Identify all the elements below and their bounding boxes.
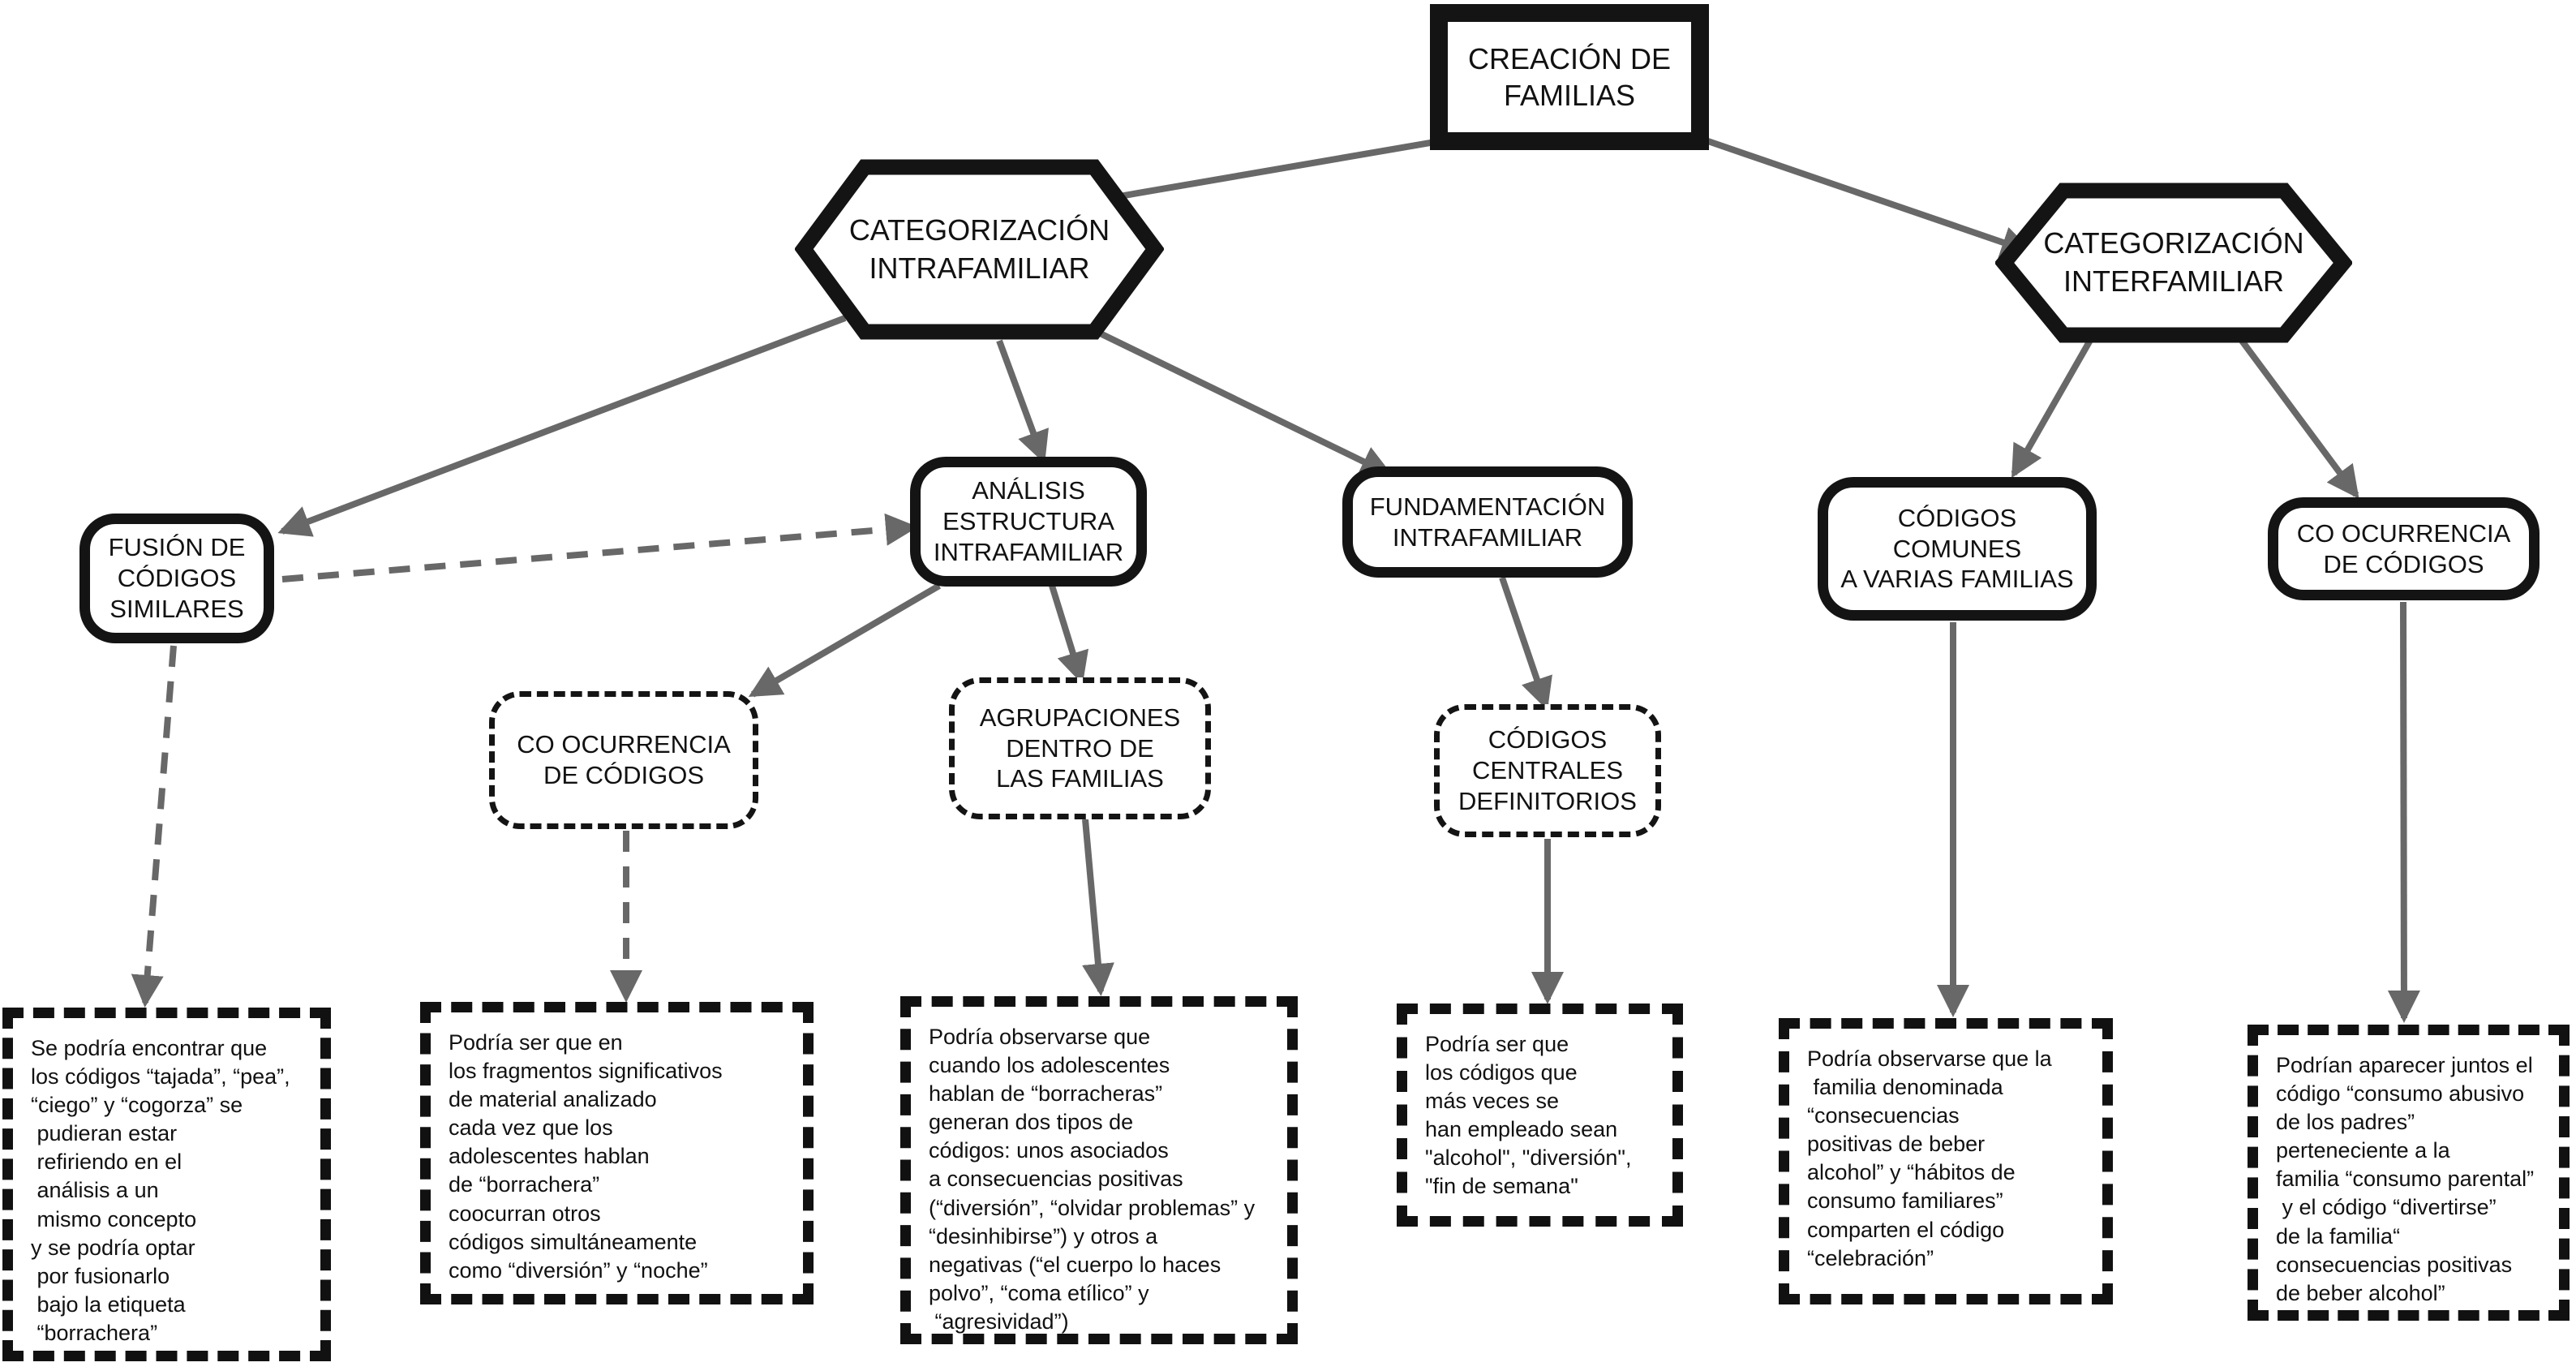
edge-co-ocurrencia-inter-to-note xyxy=(2387,601,2420,1023)
node-codigos-centrales-definitorios: CÓDIGOS CENTRALES DEFINITORIOS xyxy=(1434,704,1661,837)
edge-analisis-to-agrupaciones xyxy=(1049,584,1089,685)
edge-agrupaciones-to-note xyxy=(1082,819,1114,996)
node-co-ocurrencia-de-codigos-inter: CO OCURRENCIA DE CÓDIGOS xyxy=(2268,497,2540,600)
node-co-ocurrencia-de-codigos-intra: CO OCURRENCIA DE CÓDIGOS xyxy=(489,691,758,829)
node-fundamentacion-intrafamiliar: FUNDAMENTACIÓN INTRAFAMILIAR xyxy=(1342,466,1633,578)
edge-analisis-to-co-ocurrencia-intra xyxy=(748,582,942,698)
edge-cat-inter-to-codigos-comunes xyxy=(2011,336,2095,479)
node-categorizacion-interfamiliar: CATEGORIZACIÓN INTERFAMILIAR xyxy=(1995,182,2352,344)
hexagon-shape xyxy=(795,159,1164,340)
edge-fusion-to-note xyxy=(131,645,177,1008)
node-fusion-de-codigos-similares: FUSIÓN DE CÓDIGOS SIMILARES xyxy=(79,514,274,643)
edge-creacion-to-cat-intra xyxy=(1067,133,1469,216)
node-creacion-de-familias: CREACIÓN DE FAMILIAS xyxy=(1430,4,1709,150)
edge-creacion-to-cat-inter xyxy=(1702,136,2034,258)
node-categorizacion-intrafamiliar: CATEGORIZACIÓN INTRAFAMILIAR xyxy=(795,158,1164,341)
edge-fundamentacion-to-codigos-centrales xyxy=(1499,576,1552,711)
note-fusion: Se podría encontrar que los códigos “taj… xyxy=(2,1008,331,1361)
edge-cat-intra-to-fundamentacion xyxy=(1084,323,1393,477)
edge-cat-intra-to-analisis xyxy=(996,339,1049,464)
note-co-ocurrencia-inter: Podrían aparecer juntos el código “consu… xyxy=(2248,1025,2570,1321)
node-codigos-comunes-a-varias-familias: CÓDIGOS COMUNES A VARIAS FAMILIAS xyxy=(1818,477,2097,621)
hexagon-label: CATEGORIZACIÓN INTERFAMILIAR xyxy=(2043,226,2304,298)
note-codigos-centrales: Podría ser que los códigos que más veces… xyxy=(1397,1004,1683,1227)
node-analisis-estructura-intrafamiliar: ANÁLISIS ESTRUCTURA INTRAFAMILIAR xyxy=(910,457,1147,587)
hexagon-shape xyxy=(1995,183,2352,343)
note-agrupaciones: Podría observarse que cuando los adolesc… xyxy=(900,996,1298,1344)
note-codigos-comunes: Podría observarse que la familia denomin… xyxy=(1779,1018,2113,1304)
edge-cat-intra-to-fusion xyxy=(277,315,847,537)
node-agrupaciones-dentro-de-las-familias: AGRUPACIONES DENTRO DE LAS FAMILIAS xyxy=(949,677,1211,819)
hexagon-label: CATEGORIZACIÓN INTRAFAMILIAR xyxy=(848,213,1110,285)
note-co-ocurrencia-intra: Podría ser que en los fragmentos signifi… xyxy=(420,1002,814,1304)
edge-fusion-to-analisis-dashed xyxy=(281,513,918,582)
edge-cat-inter-to-co-ocurrencia-inter xyxy=(2236,335,2359,499)
